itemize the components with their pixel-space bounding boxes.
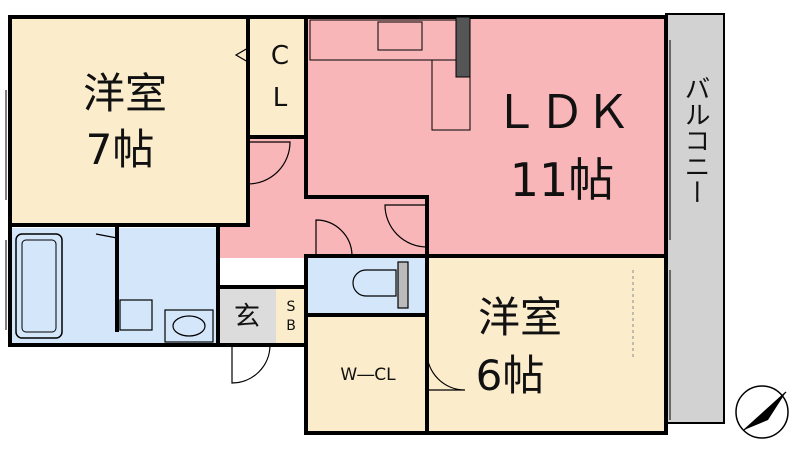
western-room-b-size: 6帖: [476, 351, 545, 400]
walls: [8, 15, 668, 435]
ldk-size: 11帖: [510, 153, 615, 207]
shoe-box-label-top: S: [287, 299, 296, 315]
toilet: [352, 261, 409, 309]
western-room-a-floor: [10, 17, 248, 225]
walk-in-closet-label: W―CL: [340, 365, 396, 385]
entrance-label: 玄: [234, 302, 260, 332]
toilet-floor: [308, 257, 428, 315]
shoe-box-floor: [276, 287, 306, 343]
shoe-box-label-bottom: B: [286, 318, 296, 334]
window-marks: [5, 40, 671, 420]
closet-label-top: C: [271, 41, 289, 71]
washroom-floor: [117, 228, 218, 344]
washbasin: [119, 299, 214, 343]
western-room-b-floor: [428, 257, 666, 433]
entrance-floor: [218, 287, 276, 343]
western-room-a-size: 7帖: [86, 125, 155, 174]
north-arrow-icon: [735, 385, 789, 439]
closet-floor: [248, 17, 306, 138]
western-room-a-name: 洋室: [83, 69, 167, 118]
balcony-label: バルコニー: [680, 75, 710, 205]
western-room-b-name: 洋室: [478, 293, 562, 342]
kitchen-counter: [309, 16, 471, 131]
doors: [95, 47, 466, 391]
ldk-name: ＬＤＫ: [493, 85, 631, 139]
bathroom-floor: [10, 228, 117, 344]
balcony-area: [665, 13, 725, 424]
walk-in-closet-floor: [308, 315, 428, 433]
bathtub-inner: [21, 239, 57, 333]
closet-label-bottom: L: [273, 83, 288, 113]
bathtub: [15, 233, 63, 339]
